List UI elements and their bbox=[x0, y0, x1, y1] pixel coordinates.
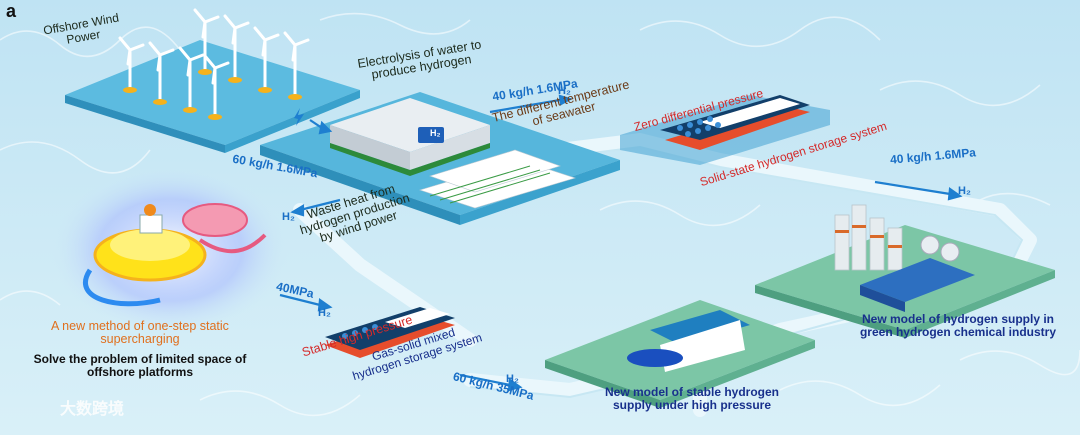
h2-label-40mpa: H₂ bbox=[318, 308, 331, 320]
green-chem-label: New model of hydrogen supply in green hy… bbox=[840, 313, 1076, 338]
h2-label-right: H₂ bbox=[958, 186, 971, 198]
stable-supply-label: New model of stable hydrogen supply unde… bbox=[582, 386, 802, 411]
one-step-label: A new method of one-step static supercha… bbox=[30, 320, 250, 346]
watermark: 大数跨境 bbox=[60, 402, 124, 419]
solve-problem-label: Solve the problem of limited space of of… bbox=[12, 353, 268, 378]
electrolyzer-h2-badge: H₂ bbox=[430, 129, 441, 138]
h2-label-left: H₂ bbox=[282, 212, 295, 224]
panel-label: a bbox=[6, 2, 16, 21]
